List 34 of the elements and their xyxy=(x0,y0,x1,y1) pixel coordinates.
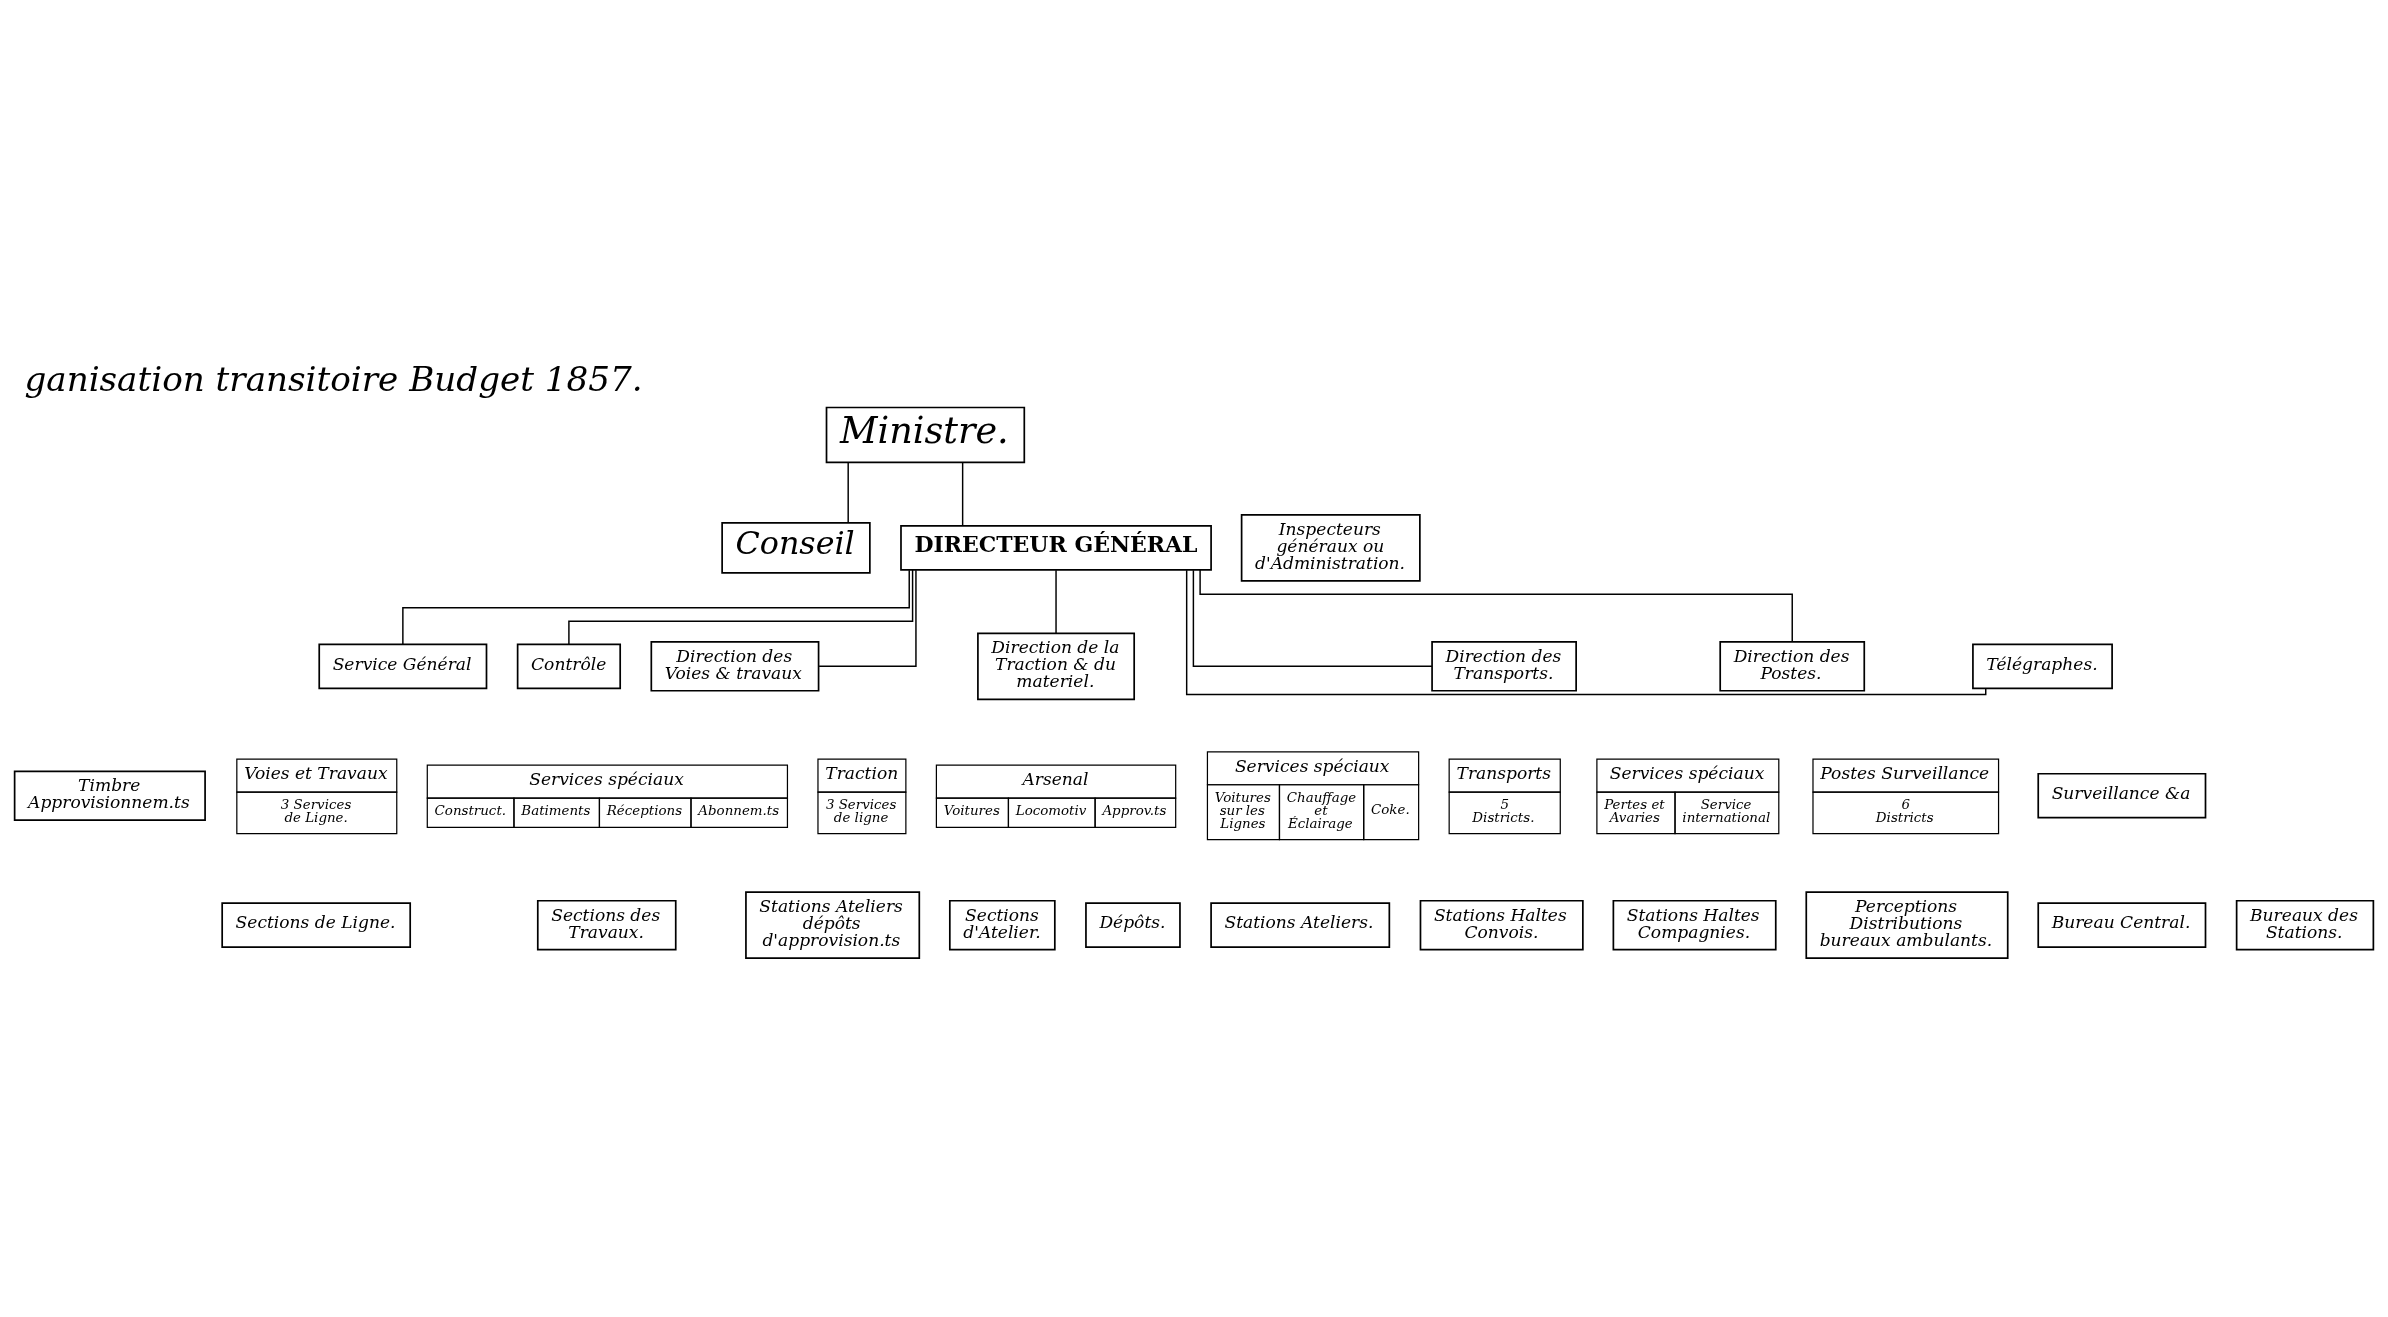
node-box: Direction de la Traction & du materiel. xyxy=(977,632,1136,700)
node-box: DIRECTEUR GÉNÉRAL xyxy=(900,524,1212,571)
node-box: Contrôle xyxy=(516,643,622,689)
diagram-title: ganisation transitoire Budget 1857. xyxy=(24,358,643,399)
node-box: Perceptions Distributions bureaux ambulants. xyxy=(1805,890,2009,959)
node-box: Inspecteurs généraux ou d'Administration. xyxy=(1240,513,1421,582)
node-box: Sections des Travaux. xyxy=(536,899,677,950)
connector xyxy=(1192,568,1433,667)
node-box: Télégraphes. xyxy=(1972,643,2113,689)
node-box: Stations Haltes Convois. xyxy=(1419,899,1584,950)
node-box: Direction des Transports. xyxy=(1431,640,1577,692)
node-box: Direction des Voies & travaux xyxy=(650,640,820,692)
node-box: Sections de Ligne. xyxy=(221,901,412,948)
node-box: Stations Ateliers. xyxy=(1210,901,1391,948)
connector xyxy=(961,461,964,526)
node-box: Direction des Postes. xyxy=(1719,640,1866,692)
node-box: Ministre. xyxy=(825,406,1026,463)
connector xyxy=(1055,568,1057,634)
node-box: Service Général xyxy=(318,643,488,689)
node-box: Surveillance &a xyxy=(2037,772,2207,819)
node-box: Bureaux des Stations. xyxy=(2235,899,2375,950)
connector xyxy=(1199,568,1793,642)
node-box: Dépôts. xyxy=(1085,901,1181,948)
node-box: Stations Haltes Compagnies. xyxy=(1612,899,1777,950)
node-box: Stations Ateliers dépôts d'approvision.ts xyxy=(745,890,921,959)
connector xyxy=(402,568,910,645)
node-box: Timbre Approvisionnem.ts xyxy=(13,769,206,821)
node-box: Bureau Central. xyxy=(2037,901,2207,948)
node-box: Sections d'Atelier. xyxy=(948,899,1056,950)
connector xyxy=(1185,568,1987,695)
connector xyxy=(568,568,914,645)
node-box: Conseil xyxy=(721,521,871,574)
connector xyxy=(847,461,849,523)
connector xyxy=(818,568,917,667)
